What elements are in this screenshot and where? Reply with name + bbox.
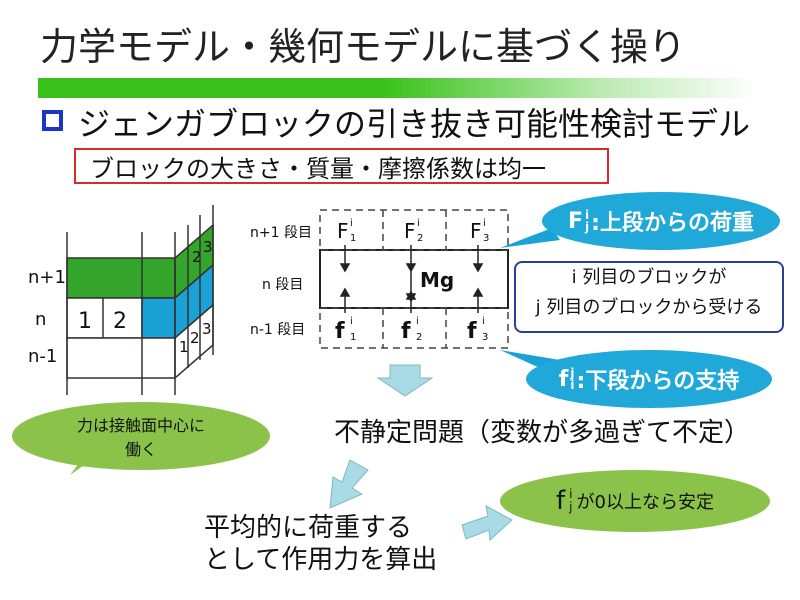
result-sub: j <box>569 500 573 514</box>
force-f2: f <box>401 319 411 344</box>
force-f3: f <box>467 319 477 344</box>
bubble-lower-symbol: f <box>558 366 569 392</box>
row-label-n-plus-1: n+1 段目 <box>250 225 312 241</box>
arrow-down-2 <box>329 459 369 509</box>
info-line-1: i 列目のブロックが <box>571 267 727 288</box>
force-F1: F <box>337 219 349 243</box>
block-number-2: 2 <box>113 309 127 334</box>
bubble-lower-sub: i <box>570 378 575 392</box>
force-F1-sub: 1 <box>350 233 356 244</box>
force-f1-sub: 1 <box>350 332 356 343</box>
stack-label-n: n <box>35 309 46 330</box>
weight-Mg: Mg <box>420 268 454 292</box>
title-underline <box>38 78 758 98</box>
contact-line-1: 力は接触面中心に <box>76 416 205 435</box>
block-row-n-minus-1 <box>66 337 176 379</box>
bubble-upper-sub: j <box>585 220 590 234</box>
jenga-stack <box>66 205 214 395</box>
row-label-n: n 段目 <box>262 277 303 293</box>
bubble-lower-text: :下段からの支持 <box>576 369 740 394</box>
block-row-n-slot <box>141 297 176 339</box>
row-n-minus-1-dashed <box>319 307 509 349</box>
result-sup: i <box>569 487 573 501</box>
subtitle: ジェンガブロックの引き抜き可能性検討モデル <box>78 105 751 143</box>
page-title: 力学モデル・幾何モデルに基づく操り <box>40 25 687 69</box>
indeterminate-problem: 不静定問題（変数が多過ぎて不定） <box>334 418 751 448</box>
assumption-note: ブロックの大きさ・質量・摩擦係数は均一 <box>74 148 609 184</box>
force-diagram: n+1 段目 n 段目 n-1 段目 F i 1 F i 2 F i 3 Mg … <box>250 209 509 349</box>
bubble-lower-sup: j <box>570 366 575 380</box>
force-f2-sup: i <box>416 316 419 327</box>
force-F3-sup: i <box>483 218 486 229</box>
stack-label-n-minus-1: n-1 <box>28 346 57 367</box>
force-f1-sup: i <box>350 316 353 327</box>
force-F3-sub: 3 <box>483 233 489 244</box>
force-F3: F <box>470 219 482 243</box>
bubble-contact-center: 力は接触面中心に 働く <box>12 402 270 470</box>
side-number-top-3: 3 <box>203 238 213 256</box>
square-bullet-icon <box>42 110 63 131</box>
contact-line-2: 働く <box>124 440 157 459</box>
force-F2-sub: 2 <box>417 233 423 244</box>
index-info-box: i 列目のブロックが j 列目のブロックから受ける <box>514 261 784 333</box>
force-f3-sub: 3 <box>482 332 488 343</box>
block-row-n-plus-1 <box>66 257 176 299</box>
side-number-bottom-1: 1 <box>179 338 189 356</box>
arrow-down-1 <box>376 364 434 397</box>
info-line-2: j 列目のブロックから受ける <box>535 297 763 318</box>
bubble-upper-symbol: F <box>568 208 584 234</box>
force-F2: F <box>404 219 416 243</box>
result-symbol: f <box>556 486 566 516</box>
force-f2-sub: 2 <box>416 332 422 343</box>
force-f1: f <box>335 319 345 344</box>
method-line-2: として作用力を算出 <box>204 545 438 575</box>
row-n-plus-1-dashed <box>319 209 509 251</box>
force-F1-sup: i <box>350 218 353 229</box>
stack-label-n-plus-1: n+1 <box>28 267 66 288</box>
side-number-top-2: 2 <box>192 248 202 266</box>
force-F2-sup: i <box>417 218 420 229</box>
assumption-text: ブロックの大きさ・質量・摩擦係数は均一 <box>90 154 546 183</box>
bubble-upper-sup: i <box>585 208 590 222</box>
calculation-method: 平均的に荷重する として作用力を算出 <box>204 512 437 576</box>
side-number-bottom-3: 3 <box>202 320 212 338</box>
side-number-bottom-2: 2 <box>190 329 200 347</box>
method-line-1: 平均的に荷重する <box>204 513 413 543</box>
force-f3-sup: i <box>482 316 485 327</box>
bubble-upper-text: :上段からの荷重 <box>591 211 754 236</box>
block-number-1: 1 <box>78 309 92 334</box>
arrow-right <box>461 505 513 542</box>
result-text: が0以上なら安定 <box>576 492 714 513</box>
bubble-upper-tail <box>500 228 560 248</box>
row-label-n-minus-1: n-1 段目 <box>250 322 305 338</box>
